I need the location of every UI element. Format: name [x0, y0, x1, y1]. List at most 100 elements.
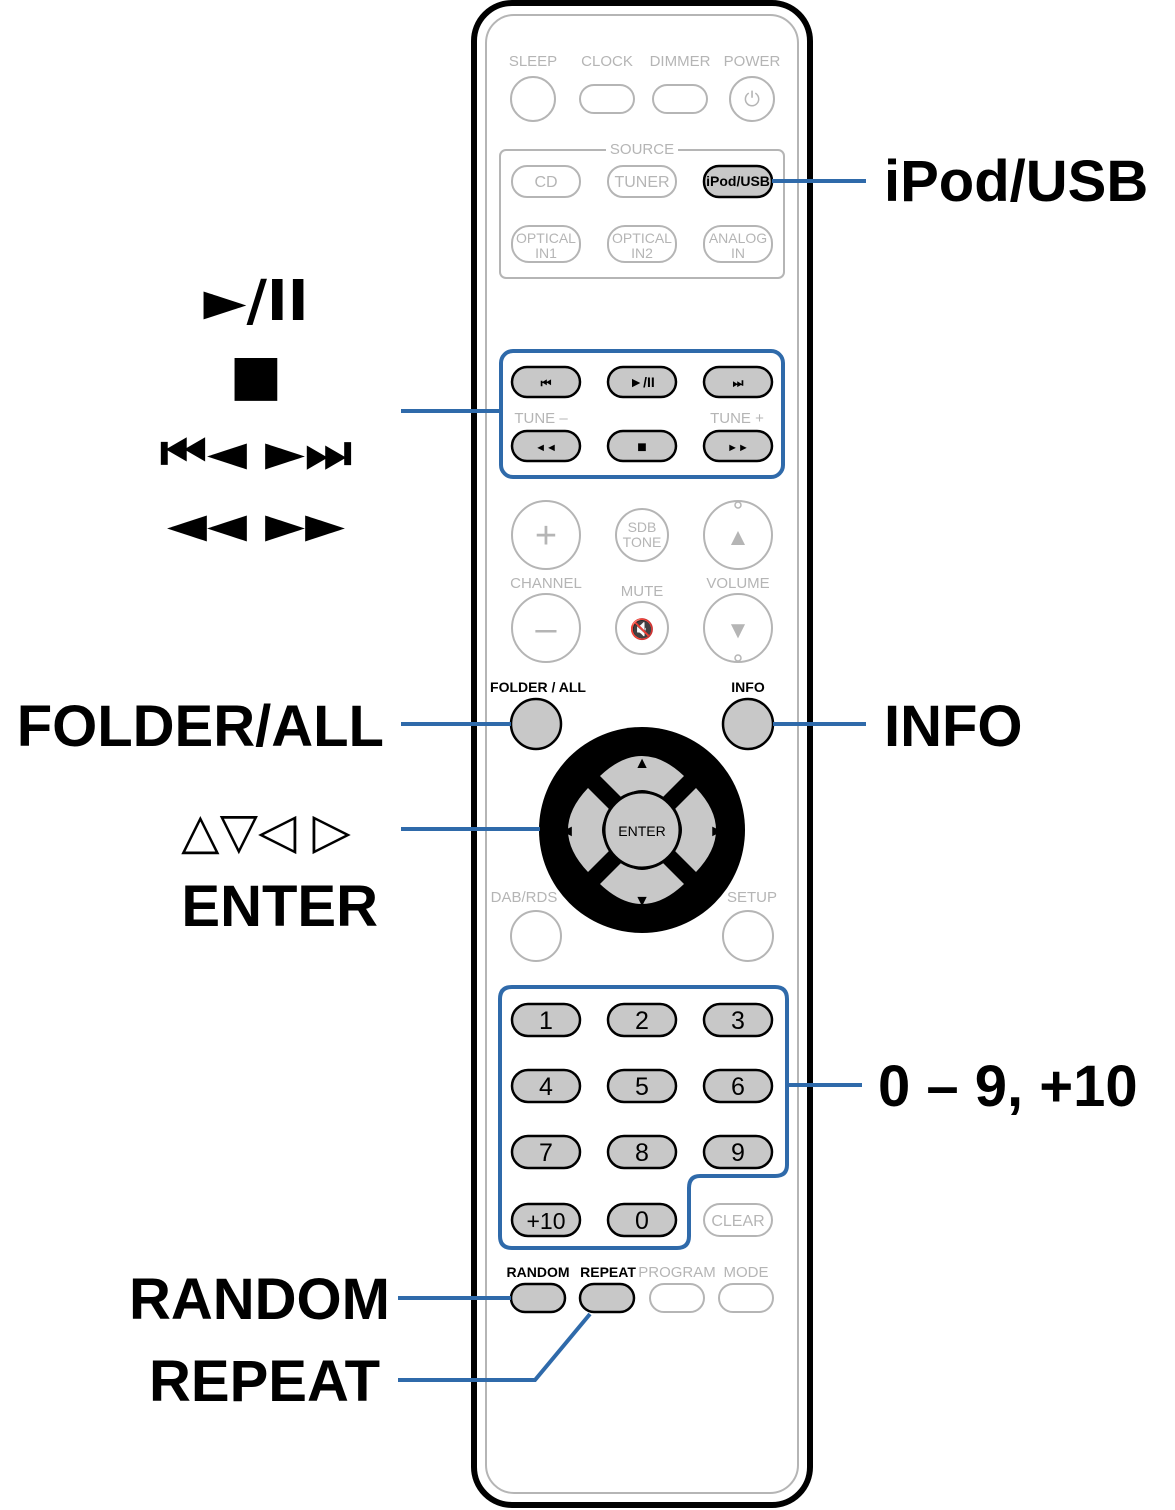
key-1-label: 1: [539, 1007, 553, 1035]
sleep-label: SLEEP: [509, 53, 557, 70]
clear-label: CLEAR: [711, 1213, 764, 1230]
clock-label: CLOCK: [581, 53, 633, 70]
stop-icon: ■: [637, 439, 647, 456]
key-1-button[interactable]: [510, 1002, 582, 1038]
folder-all-button[interactable]: [509, 697, 563, 751]
key-8-button[interactable]: [606, 1134, 678, 1170]
callout-cursor: △▽◁ ▷: [181, 802, 351, 860]
dab-rds-button[interactable]: [510, 910, 562, 962]
key-9-label: 9: [731, 1139, 745, 1167]
fast-forward-button[interactable]: [702, 429, 774, 463]
key-7-button[interactable]: [510, 1134, 582, 1170]
source-title: SOURCE: [610, 141, 674, 158]
mode-button[interactable]: [718, 1283, 774, 1313]
source-title-mask: [606, 140, 678, 158]
analog-in-button[interactable]: [703, 225, 773, 263]
sdb-label-a: SDB: [628, 519, 657, 535]
sdb-tone-button[interactable]: [615, 508, 669, 562]
stop-button[interactable]: [606, 429, 678, 463]
key-plus10-label: +10: [526, 1208, 565, 1234]
tune-plus-label: TUNE +: [710, 410, 764, 427]
nav-down-icon: ▼: [634, 893, 650, 910]
key-6-button[interactable]: [702, 1068, 774, 1104]
volume-down-icon: ▼: [726, 617, 750, 644]
nav-down-button[interactable]: [600, 862, 684, 904]
fast-forward-icon: ►►: [727, 442, 749, 454]
volume-dot-top: [734, 501, 742, 509]
key-7-label: 7: [539, 1139, 553, 1167]
sdb-label-b: TONE: [623, 534, 662, 550]
rewind-button[interactable]: [510, 429, 582, 463]
optical-in2-button[interactable]: [607, 225, 677, 263]
nav-right-button[interactable]: [674, 788, 716, 872]
folder-all-label: FOLDER / ALL: [490, 679, 586, 695]
callout-info: INFO: [884, 694, 1023, 759]
callout-enter: ENTER: [181, 874, 378, 939]
key-8-label: 8: [635, 1139, 649, 1167]
volume-down-button[interactable]: [703, 593, 773, 663]
mute-button[interactable]: [615, 601, 669, 655]
key-3-button[interactable]: [702, 1002, 774, 1038]
next-button[interactable]: [702, 365, 774, 399]
nav-up-button[interactable]: [600, 756, 684, 798]
play-pause-icon: ►/II: [629, 374, 655, 390]
mute-label: MUTE: [621, 583, 664, 600]
optical-in1-label-a: OPTICAL: [516, 230, 576, 246]
clock-button[interactable]: [579, 84, 635, 114]
cd-label: CD: [534, 174, 557, 191]
transport-highlight-box: [499, 349, 785, 479]
channel-up-button[interactable]: [511, 500, 581, 570]
analog-in-label-a: ANALOG: [709, 230, 767, 246]
power-button[interactable]: [729, 76, 775, 122]
power-label: POWER: [724, 53, 781, 70]
callout-random: RANDOM: [129, 1267, 390, 1332]
callout-skip: ⏮◄ ►⏭: [160, 423, 352, 483]
next-icon: ⏭: [733, 376, 744, 390]
dimmer-label: DIMMER: [650, 53, 711, 70]
volume-up-icon: ▲: [726, 524, 750, 551]
repeat-leader: [398, 1312, 592, 1382]
key-0-button[interactable]: [606, 1202, 678, 1238]
key-0-label: 0: [635, 1207, 649, 1235]
dimmer-button[interactable]: [652, 84, 708, 114]
key-plus10-button[interactable]: [510, 1202, 582, 1238]
random-button[interactable]: [509, 1282, 567, 1314]
channel-label: CHANNEL: [510, 575, 582, 592]
callout-folder-all: FOLDER/ALL: [17, 694, 384, 759]
nav-left-button[interactable]: [568, 788, 610, 872]
key-6-label: 6: [731, 1073, 745, 1101]
sleep-button[interactable]: [510, 76, 556, 122]
optical-in1-button[interactable]: [511, 225, 581, 263]
mode-label: MODE: [724, 1264, 769, 1281]
cd-button[interactable]: [511, 165, 581, 198]
remote-inner-border: [485, 14, 799, 1494]
program-button[interactable]: [649, 1283, 705, 1313]
play-pause-button[interactable]: [606, 365, 678, 399]
channel-down-button[interactable]: [511, 593, 581, 663]
info-button[interactable]: [721, 697, 775, 751]
volume-label: VOLUME: [706, 575, 769, 592]
enter-button[interactable]: [602, 790, 682, 870]
clear-button[interactable]: [703, 1203, 773, 1237]
analog-in-label-b: IN: [731, 245, 745, 261]
key-4-button[interactable]: [510, 1068, 582, 1104]
nav-left-icon: ◄: [559, 823, 575, 840]
channel-plus-icon: +: [535, 515, 557, 557]
prev-button[interactable]: [510, 365, 582, 399]
number-keypad: 1 2 3 4 5 6 7 8 9 +10 0 CLEAR: [510, 1002, 774, 1238]
callout-ipod-usb: iPod/USB: [884, 149, 1148, 214]
ipod-usb-label: iPod/USB: [706, 173, 770, 189]
key-2-label: 2: [635, 1007, 649, 1035]
key-2-button[interactable]: [606, 1002, 678, 1038]
repeat-button[interactable]: [578, 1282, 636, 1314]
key-5-button[interactable]: [606, 1068, 678, 1104]
repeat-label: REPEAT: [580, 1264, 636, 1280]
key-5-label: 5: [635, 1073, 649, 1101]
key-4-label: 4: [539, 1073, 553, 1101]
setup-button[interactable]: [722, 910, 774, 962]
key-9-button[interactable]: [702, 1134, 774, 1170]
power-icon: ⏻: [744, 89, 760, 111]
volume-up-button[interactable]: [703, 500, 773, 570]
tuner-button[interactable]: [607, 165, 677, 198]
